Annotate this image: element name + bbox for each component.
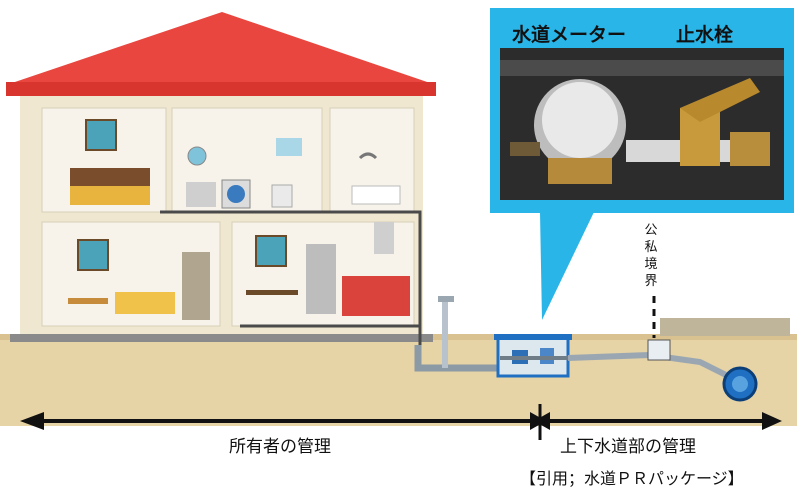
water-meter-label: 水道メーター	[512, 24, 627, 46]
stop-valve-photo	[626, 78, 770, 166]
water-meter-photo	[510, 79, 626, 184]
water-meter-icon	[494, 334, 572, 378]
utility-responsibility-label: 上下水道部の管理	[560, 437, 696, 457]
service-pipe	[414, 296, 500, 372]
water-main-pipe-icon	[722, 366, 758, 402]
stop-valve-label: 止水栓	[676, 24, 734, 46]
house-illustration	[6, 12, 436, 350]
owner-responsibility-label: 所有者の管理	[229, 437, 331, 457]
street-pipe	[567, 318, 790, 385]
utility-arrow	[534, 412, 782, 430]
citation-text: 【引用；水道ＰＲパッケージ】	[520, 469, 744, 488]
ground	[0, 338, 797, 426]
callout-bubble	[490, 8, 794, 320]
boundary-label: 公私境界	[644, 223, 658, 289]
